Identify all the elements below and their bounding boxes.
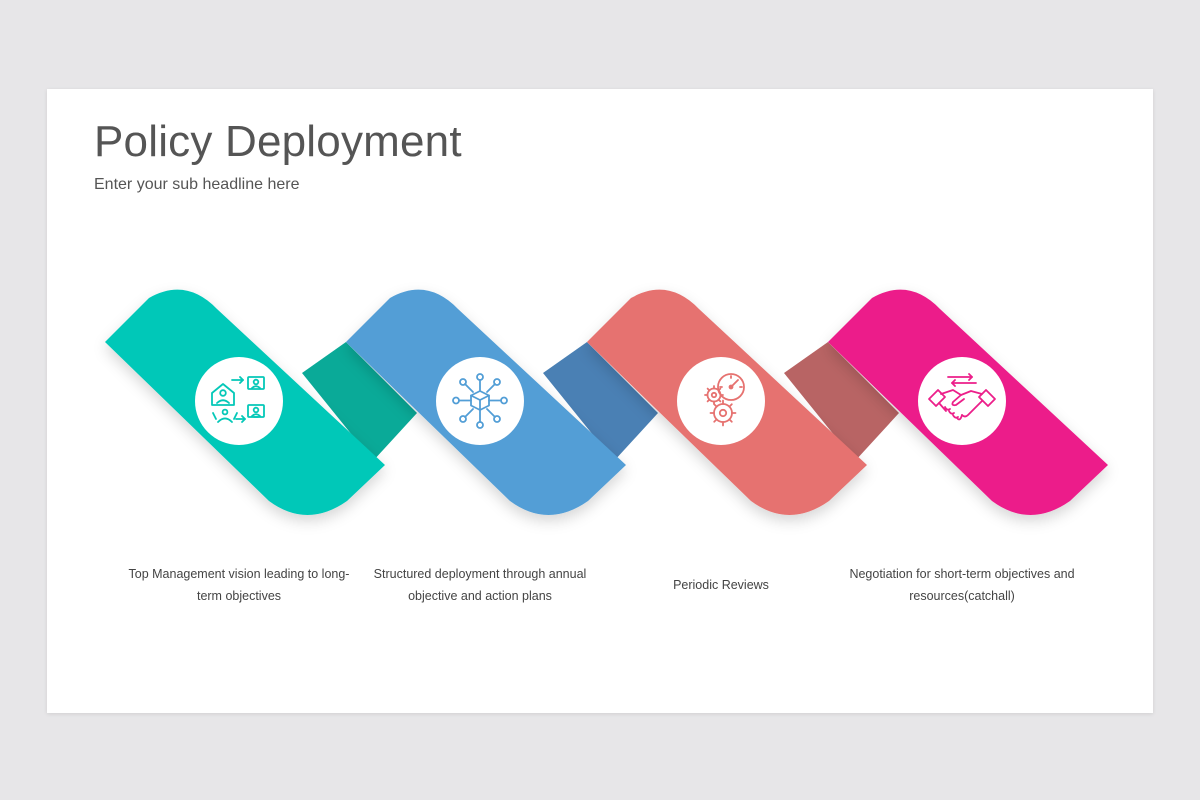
- slide: Policy Deployment Enter your sub headlin…: [47, 89, 1153, 713]
- connector-1: [302, 342, 417, 461]
- zigzag-process-diagram: [105, 289, 1108, 515]
- step-2-caption: Structured deployment through annual obj…: [373, 567, 587, 603]
- step-4-icon-badge: [918, 357, 1006, 445]
- people-network-icon: [211, 376, 265, 423]
- step-1-caption: Top Management vision leading to long-te…: [128, 567, 350, 603]
- step-1-icon-badge: [195, 357, 283, 445]
- step-4-caption: Negotiation for short-term objectives an…: [849, 567, 1075, 603]
- handshake-icon: [928, 373, 996, 421]
- connector-2: [543, 342, 658, 461]
- step-2-icon-badge: [436, 357, 524, 445]
- page-title: Policy Deployment: [94, 117, 462, 166]
- cube-network-icon: [452, 373, 508, 429]
- gears-gauge-icon: [704, 373, 745, 427]
- connector-3: [784, 342, 899, 461]
- step-3-caption: Periodic Reviews: [673, 578, 769, 592]
- step-3-icon-badge: [677, 357, 765, 445]
- page-subtitle: Enter your sub headline here: [94, 176, 300, 193]
